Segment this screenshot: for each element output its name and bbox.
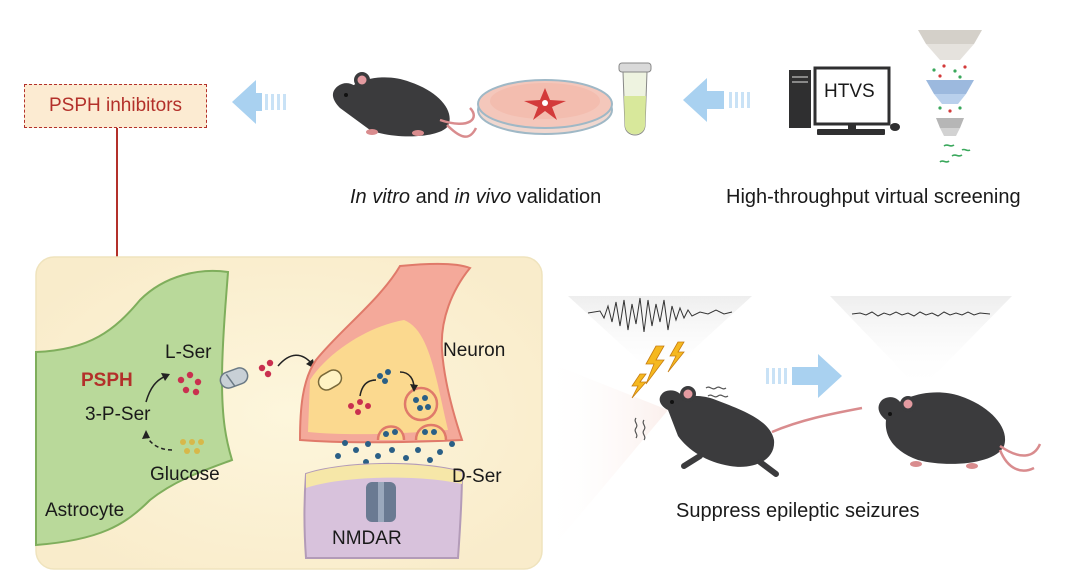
right-arrow-icon	[766, 354, 842, 398]
vesicle-2	[376, 425, 406, 441]
vesicle-arrowhead	[410, 384, 418, 392]
transfer-arrow	[277, 354, 313, 367]
tremor-lines	[634, 386, 729, 441]
mouse-icon	[332, 72, 478, 138]
psph-inhibitors-label: PSPH inhibitors	[48, 95, 183, 116]
outcome-caption: Suppress epileptic seizures	[676, 500, 920, 522]
in-vitro-text: In vitro	[350, 186, 411, 208]
l-ser-label: L-Ser	[165, 342, 212, 363]
transporter-icon	[219, 367, 249, 389]
vesicle-3	[414, 423, 448, 441]
neuron-label: Neuron	[443, 340, 506, 361]
nmdar-receptor-icon	[366, 482, 396, 522]
postsynaptic-membrane	[306, 463, 462, 488]
conversion-arrow	[359, 379, 377, 397]
validation-caption: In vitro and in vivo validation	[350, 186, 601, 209]
vesicle-1	[403, 386, 439, 422]
and-text: and	[410, 186, 455, 208]
psph-reaction-arrowhead	[161, 373, 170, 381]
d-ser-molecules-inside	[377, 369, 391, 384]
petri-dish-icon	[477, 79, 613, 135]
glucose-molecules	[180, 439, 204, 454]
seizure-cone	[568, 296, 752, 380]
calm-cone	[830, 296, 1012, 390]
l-ser-molecules	[177, 359, 274, 396]
lightning-icon	[631, 341, 685, 399]
screening-caption: High-throughput virtual screening	[726, 186, 1021, 208]
left-arrow-icon	[232, 80, 286, 124]
glucose-arrowhead	[142, 430, 150, 439]
nmdar-label: NMDAR	[332, 528, 402, 549]
psph-enzyme-label: PSPH	[81, 370, 133, 391]
astrocyte-label: Astrocyte	[45, 500, 125, 521]
validation-text: validation	[511, 186, 602, 208]
d-ser-label: D-Ser	[452, 466, 502, 487]
test-tube-icon	[618, 62, 652, 136]
calm-mouse-icon	[878, 392, 1042, 472]
d-ser-molecules-released	[335, 440, 455, 465]
panel-cone-fade	[542, 360, 668, 560]
left-arrow-icon-2	[683, 78, 750, 122]
computer-icon	[789, 66, 900, 135]
screening-funnel-icon	[918, 30, 982, 163]
seizing-mouse-icon	[659, 386, 863, 477]
glucose-label: Glucose	[150, 464, 220, 485]
htvs-monitor-label: HTVS	[824, 81, 875, 102]
calm-eeg-trace	[851, 311, 991, 317]
three-p-ser-label: 3-P-Ser	[85, 404, 151, 425]
psph-inhibitors-box: PSPH inhibitors	[24, 84, 207, 128]
neuron-channel-icon	[317, 369, 343, 391]
seizure-eeg-trace	[587, 297, 733, 333]
in-vivo-text: in vivo	[454, 186, 512, 208]
l-ser-molecules-inside	[348, 399, 371, 415]
